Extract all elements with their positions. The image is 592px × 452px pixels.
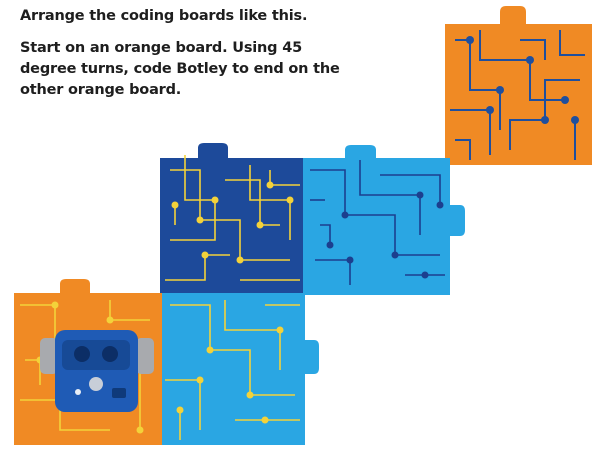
robot-grille: [112, 388, 126, 398]
light-blue-board-right: [303, 145, 465, 295]
robot-face-panel: [62, 340, 130, 370]
dark-blue-board: [160, 143, 305, 295]
robot-sensor: [89, 377, 103, 391]
light-blue-board-bottom: [160, 293, 319, 445]
robot-eye-right: [102, 346, 118, 362]
board-shape: [160, 143, 305, 295]
robot-eye-left: [74, 346, 90, 362]
board-shape: [303, 145, 465, 295]
botley-robot: [40, 330, 154, 412]
board-shape: [445, 6, 592, 165]
board-shape: [160, 293, 319, 445]
robot-right-wheel: [136, 338, 154, 374]
orange-board-top-right: [445, 6, 592, 165]
robot-button: [75, 389, 81, 395]
